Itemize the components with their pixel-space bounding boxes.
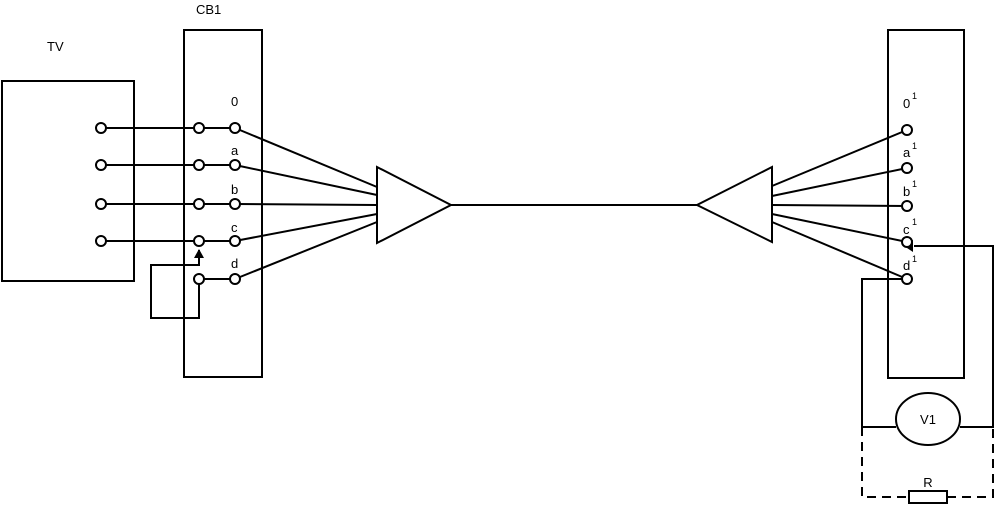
left-fan-wires xyxy=(234,127,378,280)
cb1-output-terminal xyxy=(229,122,241,134)
right-contact-label: 0 xyxy=(903,96,910,111)
cb1-output-terminals xyxy=(229,122,241,285)
right-switch-block xyxy=(887,29,965,379)
jumper-wire xyxy=(150,250,200,319)
cb1-input-terminals xyxy=(193,122,205,285)
cb1-input-terminal xyxy=(193,235,205,247)
right-contact-label: a xyxy=(903,145,911,160)
voltmeter-circle xyxy=(895,392,961,446)
tv-terminals xyxy=(95,122,107,247)
contact-label-0: 0 xyxy=(231,94,238,109)
contact-label-a: a xyxy=(231,143,239,158)
cb1-output-terminal xyxy=(229,273,241,285)
measurement-wires xyxy=(861,245,994,428)
right-terminal xyxy=(901,200,913,212)
cb1-label: CB1 xyxy=(196,2,221,17)
right-cable-taper xyxy=(694,165,773,244)
right-contact-label: b xyxy=(903,184,910,199)
right-contact-labels: 0 1 a 1 b 1 c 1 d 1 xyxy=(903,91,917,273)
tv-terminal xyxy=(95,122,107,134)
right-contact-sup: 1 xyxy=(912,141,917,151)
tv-cb1-wires xyxy=(101,127,199,242)
right-contact-sup: 1 xyxy=(912,254,917,264)
tv-label: TV xyxy=(47,39,64,54)
contact-label-b: b xyxy=(231,182,238,197)
right-terminal xyxy=(901,124,913,136)
cb1-input-terminal xyxy=(193,122,205,134)
resistor-label: R xyxy=(923,475,932,490)
right-contact-label: c xyxy=(903,222,910,237)
right-contact-label: d xyxy=(903,258,910,273)
tv-terminal xyxy=(95,198,107,210)
right-terminal xyxy=(901,236,913,248)
voltmeter-label: V1 xyxy=(920,412,936,427)
left-contact-labels: 0 a b c d xyxy=(231,94,239,271)
right-fan-wires xyxy=(771,129,908,280)
cb1-input-terminal xyxy=(193,159,205,171)
contact-label-c: c xyxy=(231,220,238,235)
resistor-branch xyxy=(861,427,994,498)
cb1-output-terminal xyxy=(229,198,241,210)
right-terminal xyxy=(901,273,913,285)
right-contact-sup: 1 xyxy=(912,179,917,189)
cb1-input-terminal xyxy=(193,198,205,210)
right-terminals xyxy=(901,124,913,285)
tv-terminal xyxy=(95,159,107,171)
jumper-arrow xyxy=(194,249,204,258)
right-contact-sup: 1 xyxy=(912,217,917,227)
right-terminal xyxy=(901,162,913,174)
left-cable-taper xyxy=(376,165,454,245)
tv-terminal xyxy=(95,235,107,247)
cb1-input-terminal xyxy=(193,273,205,285)
cb1-output-terminal xyxy=(229,235,241,247)
resistor-symbol xyxy=(908,490,948,504)
contact-label-d: d xyxy=(231,256,238,271)
right-contact-sup: 1 xyxy=(912,91,917,101)
tv-block xyxy=(1,80,135,282)
cb1-output-terminal xyxy=(229,159,241,171)
